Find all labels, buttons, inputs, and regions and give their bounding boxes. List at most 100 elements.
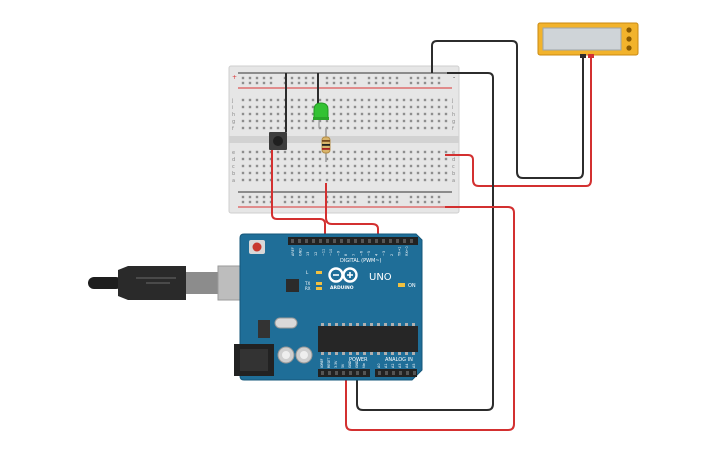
rail-hole: [409, 81, 413, 85]
terminal-hole: [402, 157, 406, 161]
terminal-hole: [430, 126, 434, 130]
rail-hole: [290, 76, 294, 80]
wire-red-lcd-vcc[interactable]: [445, 57, 592, 187]
digital-pin-label: GND: [299, 248, 303, 256]
rail-hole: [304, 81, 308, 85]
rail-hole: [409, 76, 413, 80]
terminal-hole: [325, 164, 329, 168]
terminal-hole: [409, 126, 413, 130]
terminal-hole: [290, 150, 294, 154]
terminal-hole: [416, 157, 420, 161]
row-letter: a: [452, 178, 455, 184]
header-hole: [356, 371, 359, 375]
terminal-hole: [346, 105, 350, 109]
header-hole: [319, 239, 322, 243]
row-letter: a: [232, 178, 235, 184]
terminal-hole: [423, 157, 427, 161]
rail-hole: [339, 76, 343, 80]
breadboard-center-groove: [229, 136, 459, 143]
on-label: ON: [408, 283, 416, 289]
rail-hole: [381, 76, 385, 80]
lcd-display-icon[interactable]: [537, 22, 639, 58]
wire-red-button-pin12[interactable]: [271, 183, 326, 240]
digital-pin-label: ~5: [367, 251, 371, 256]
terminal-hole: [325, 126, 329, 130]
digital-pin-label: ~6: [359, 251, 363, 256]
rail-hole: [367, 76, 371, 80]
usb-cable-icon[interactable]: [88, 265, 249, 301]
reset-button[interactable]: [252, 242, 262, 252]
rail-hole: [388, 200, 392, 204]
terminal-hole: [367, 119, 371, 123]
pushbutton-icon[interactable]: [269, 132, 287, 183]
wire-red-arduino-5v[interactable]: [345, 206, 515, 431]
terminal-hole: [423, 164, 427, 168]
row-letter: e: [452, 150, 455, 156]
terminal-hole: [255, 105, 259, 109]
terminal-hole: [388, 150, 392, 154]
rail-hole: [437, 81, 441, 85]
chip-pin: [405, 323, 408, 326]
rail-hole: [416, 200, 420, 204]
wire-black-lcd-gnd[interactable]: [431, 40, 584, 179]
terminal-hole: [353, 98, 357, 102]
wire-red-led-pin8[interactable]: [325, 183, 379, 240]
chip-pin: [363, 323, 366, 326]
terminal-hole: [339, 164, 343, 168]
terminal-hole: [430, 157, 434, 161]
terminal-hole: [402, 171, 406, 175]
rail-hole: [255, 76, 259, 80]
terminal-hole: [374, 178, 378, 182]
analog-pin-label: A5: [412, 364, 416, 368]
rail-hole: [255, 81, 259, 85]
terminal-hole: [255, 164, 259, 168]
digital-pin-label: ~11: [321, 249, 325, 256]
terminal-hole: [339, 178, 343, 182]
terminal-hole: [325, 178, 329, 182]
terminal-hole: [430, 105, 434, 109]
terminal-hole: [255, 150, 259, 154]
green-led-icon[interactable]: [313, 102, 329, 128]
power-pin-label: 3.3V: [334, 360, 338, 368]
chip-pin: [412, 323, 415, 326]
terminal-hole: [416, 98, 420, 102]
terminal-hole: [367, 112, 371, 116]
arduino-uno-board[interactable]: ON L TX RX UNO ARDUINO DIGITAL (PWM~) PO…: [234, 233, 423, 381]
terminal-hole: [276, 157, 280, 161]
rail-hole: [332, 200, 336, 204]
rail-hole: [339, 200, 343, 204]
breadboard-holes[interactable]: [241, 76, 448, 204]
terminal-hole: [262, 157, 266, 161]
rail-hole: [290, 195, 294, 199]
terminal-hole: [262, 98, 266, 102]
terminal-hole: [374, 164, 378, 168]
rail-hole: [437, 76, 441, 80]
l-led-icon: [316, 271, 322, 274]
rail-hole: [311, 195, 315, 199]
capacitor-2-top: [300, 351, 308, 359]
terminal-hole: [311, 171, 315, 175]
terminal-hole: [374, 112, 378, 116]
rail-hole: [353, 200, 357, 204]
power-pin-label: Vin: [362, 363, 366, 368]
row-letter: j: [451, 98, 453, 104]
rail-hole: [290, 200, 294, 204]
rail-hole: [423, 76, 427, 80]
terminal-hole: [402, 119, 406, 123]
wire-black-arduino-gnd[interactable]: [356, 72, 494, 411]
terminal-hole: [346, 119, 350, 123]
terminal-hole: [388, 178, 392, 182]
terminal-hole: [339, 119, 343, 123]
terminal-hole: [276, 105, 280, 109]
terminal-hole: [437, 126, 441, 130]
terminal-hole: [241, 112, 245, 116]
digital-pwm-label: DIGITAL (PWM~): [340, 258, 382, 264]
terminal-hole: [444, 126, 448, 130]
resistor-icon[interactable]: [321, 128, 331, 162]
terminal-hole: [304, 171, 308, 175]
